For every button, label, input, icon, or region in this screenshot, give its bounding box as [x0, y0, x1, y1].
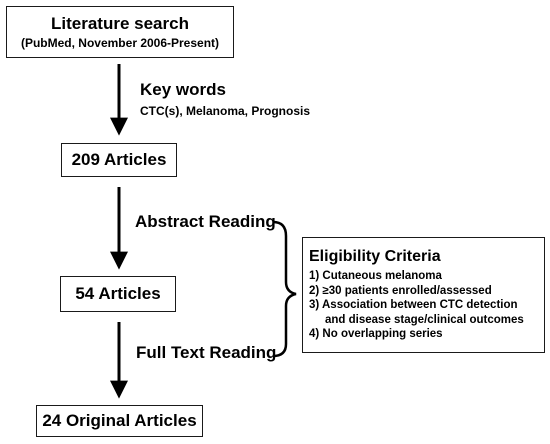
- keywords-title: Key words: [140, 80, 226, 99]
- articles-24-label: 24 Original Articles: [42, 411, 197, 430]
- criterion-3: 3) Association between CTC detection: [309, 299, 518, 312]
- criterion-2: 2) ≥30 patients enrolled/assessed: [309, 284, 492, 297]
- criterion-4: 4) No overlapping series: [309, 328, 443, 341]
- articles-209-label: 209 Articles: [71, 150, 167, 169]
- eligibility-criteria-title: Eligibility Criteria: [309, 248, 441, 266]
- articles-54-label: 54 Articles: [75, 284, 161, 303]
- articles-24-box: 24 Original Articles: [36, 405, 203, 437]
- literature-search-subtitle: (PubMed, November 2006-Present): [20, 36, 220, 50]
- literature-search-title: Literature search: [51, 14, 189, 33]
- keywords-label: Key words CTC(s), Melanoma, Prognosis: [140, 80, 310, 118]
- criteria-bracket: [272, 220, 297, 358]
- criterion-1: 1) Cutaneous melanoma: [309, 270, 442, 283]
- literature-search-box: Literature search (PubMed, November 2006…: [6, 6, 234, 58]
- articles-54-box: 54 Articles: [60, 276, 176, 312]
- eligibility-criteria-box: Eligibility Criteria 1) Cutaneous melano…: [302, 237, 545, 353]
- articles-209-box: 209 Articles: [61, 143, 177, 177]
- abstract-reading-label: Abstract Reading: [135, 212, 276, 231]
- keywords-terms: CTC(s), Melanoma, Prognosis: [140, 104, 311, 118]
- full-text-reading-label: Full Text Reading: [136, 343, 277, 362]
- criterion-3-continued: and disease stage/clinical outcomes: [325, 313, 524, 326]
